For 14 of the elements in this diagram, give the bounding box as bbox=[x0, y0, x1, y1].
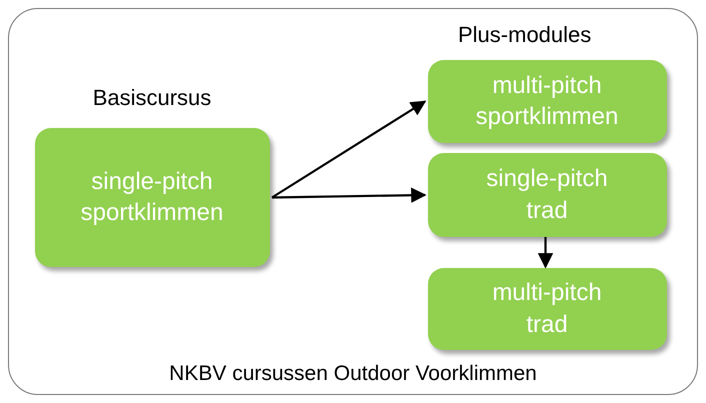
arrow bbox=[272, 188, 427, 203]
course-name: multi-pitch trad bbox=[491, 278, 603, 340]
arrow bbox=[271, 100, 426, 198]
course-box bbox=[428, 60, 666, 142]
course-name: single-pitch trad bbox=[485, 164, 609, 226]
arrow bbox=[538, 237, 554, 269]
group-heading: Basiscursus bbox=[92, 84, 212, 112]
frame-panel bbox=[8, 8, 698, 395]
course-name: multi-pitch sportklimmen bbox=[476, 70, 618, 132]
group-heading: Plus-modules bbox=[458, 22, 592, 48]
course-box bbox=[428, 152, 666, 236]
frame-label: NKBV cursussen Outdoor Voorklimmen bbox=[168, 362, 538, 386]
course-name: single-pitch sportklimmen bbox=[80, 166, 224, 228]
course-box bbox=[428, 268, 666, 350]
